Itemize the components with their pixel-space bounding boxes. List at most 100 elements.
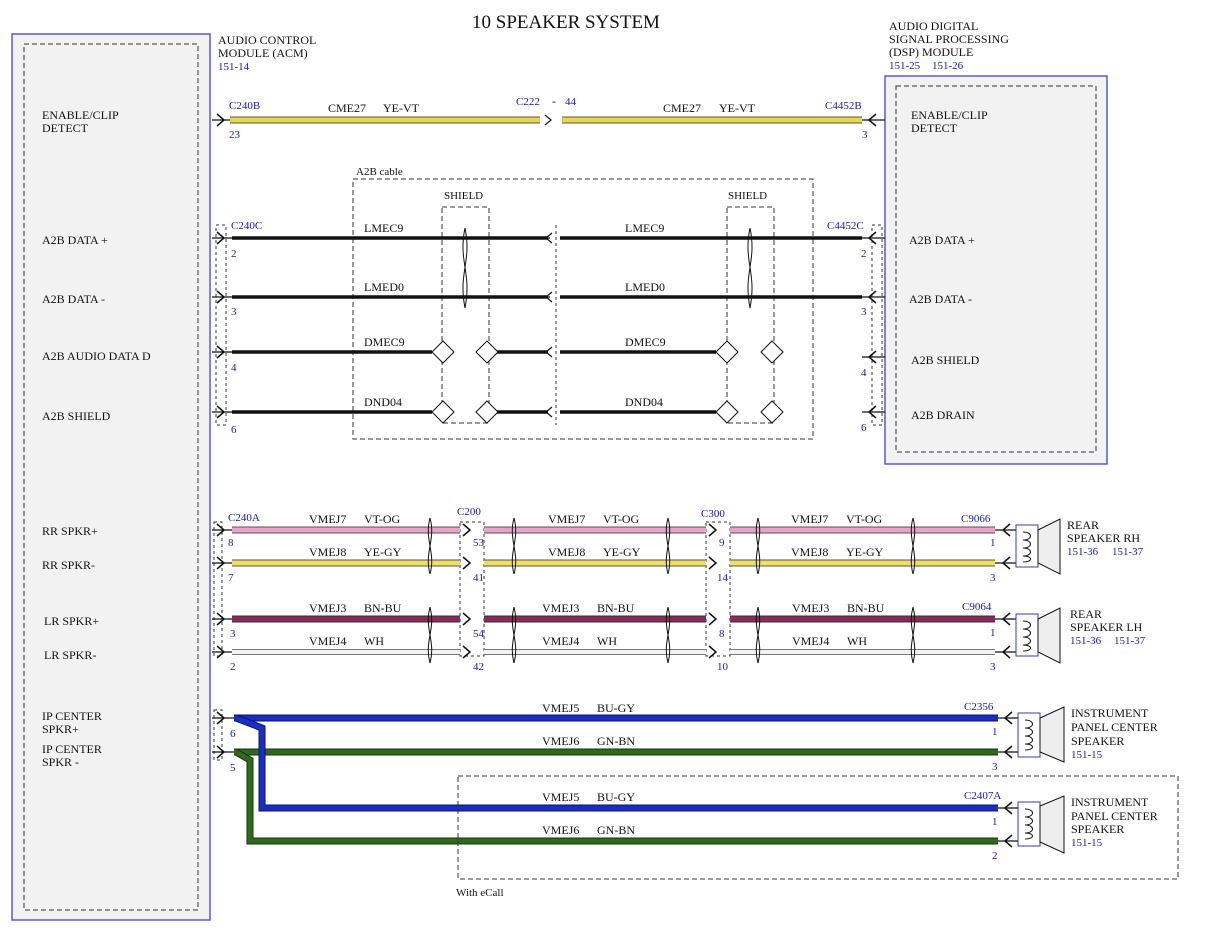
rear-arrows-and-twists	[216, 517, 1011, 664]
acm-module	[11, 33, 211, 921]
dsp-pin-a2b-drain: A2B DRAIN	[911, 408, 975, 422]
circuit-vmej8-c: VMEJ8	[791, 545, 828, 559]
circuit-lmec9-b: LMEC9	[625, 221, 664, 235]
color-yegy-a: YE-GY	[364, 545, 402, 559]
circuit-dmec9-a: DMEC9	[364, 335, 405, 349]
acm-pin-a2b-audio-data-d: A2B AUDIO DATA D	[42, 349, 151, 363]
acm-pin-enable-line1: ENABLE/CLIP	[42, 108, 119, 122]
speaker-rear-rh-line1: REAR	[1067, 518, 1099, 532]
color-vtog-a: VT-OG	[364, 512, 401, 526]
pin-1-rh: 1	[990, 537, 996, 549]
dsp-name-line3: (DSP) MODULE	[889, 45, 973, 59]
acm-pin-lr-spkr-pos: LR SPKR+	[44, 614, 99, 628]
speaker-rear-lh-ref1: 151-36	[1070, 635, 1102, 647]
diagram-title: 10 SPEAKER SYSTEM	[472, 12, 660, 33]
pin-5-ip: 5	[230, 762, 236, 774]
pin-6-b: 6	[861, 422, 867, 434]
pin-41: 41	[473, 572, 484, 584]
color-vtog-c: VT-OG	[846, 512, 883, 526]
shield-label-2: SHIELD	[728, 190, 767, 202]
speaker-rear-rh-line2: SPEAKER RH	[1067, 531, 1140, 545]
circuit-lmed0-a: LMED0	[364, 280, 404, 294]
pin-2-b: 2	[861, 248, 867, 260]
color-wh-c: WH	[847, 634, 867, 648]
color-bnbu-a: BN-BU	[364, 601, 402, 615]
speaker-ip-center-ecall-icon	[1017, 795, 1065, 854]
circuit-cme27-a: CME27	[328, 101, 366, 115]
pin-42: 42	[473, 661, 484, 673]
connector-c200: C200	[457, 506, 481, 518]
speaker-rear-lh-line2: SPEAKER LH	[1070, 620, 1143, 634]
ecall-box	[457, 775, 1179, 880]
pin-4-a: 4	[231, 362, 237, 374]
color-yegy-b: YE-GY	[603, 545, 641, 559]
pin-23: 23	[229, 129, 241, 141]
circuit-lmed0-b: LMED0	[625, 280, 665, 294]
shield-box-1	[441, 206, 490, 424]
dsp-pin-a2b-data-neg: A2B DATA -	[909, 292, 972, 306]
ecall-label: With eCall	[456, 887, 504, 899]
color-gnbn-b: GN-BN	[597, 823, 635, 837]
shield-box-2	[726, 206, 775, 424]
speaker-ip-ref: 151-15	[1071, 749, 1103, 761]
pin-14: 14	[717, 572, 729, 584]
dsp-pin-enable-line1: ENABLE/CLIP	[911, 108, 988, 122]
acm-name-line2: MODULE (ACM)	[218, 46, 308, 60]
circuit-vmej3-c: VMEJ3	[792, 601, 829, 615]
pin-3-ip: 3	[992, 761, 998, 773]
pin-3-rh: 3	[990, 572, 996, 584]
acm-ref: 151-14	[218, 61, 250, 73]
color-yegy-c: YE-GY	[846, 545, 884, 559]
dsp-module	[884, 75, 1108, 465]
pin-4-b: 4	[861, 367, 867, 379]
color-vtog-b: VT-OG	[603, 512, 640, 526]
pin-3-lr: 3	[230, 628, 236, 640]
connector-c9064: C9064	[962, 601, 992, 613]
acm-name-line1: AUDIO CONTROL	[218, 33, 316, 47]
circuit-vmej4-a: VMEJ4	[309, 634, 346, 648]
dsp-pin-a2b-shield: A2B SHIELD	[911, 353, 980, 367]
speaker-rear-lh-line1: REAR	[1070, 607, 1102, 621]
acm-pin-ip-neg-line2: SPKR -	[42, 755, 79, 769]
speaker-rear-lh-icon	[1015, 607, 1061, 664]
circuit-dnd04-b: DND04	[625, 395, 663, 409]
acm-pin-rr-spkr-neg: RR SPKR-	[42, 558, 95, 572]
pin-6-a: 6	[231, 424, 237, 436]
speaker-ip-center-icon	[1017, 706, 1065, 763]
wires-ip-center	[212, 711, 1018, 848]
circuit-vmej3-a: VMEJ3	[309, 601, 346, 615]
acm-pin-a2b-data-neg: A2B DATA -	[42, 292, 105, 306]
circuit-lmec9-a: LMEC9	[364, 221, 403, 235]
speaker-ecall-ref: 151-15	[1071, 837, 1103, 849]
pin-54: 54	[473, 628, 485, 640]
circuit-vmej4-c: VMEJ4	[792, 634, 829, 648]
wires-rear-lh	[212, 615, 1016, 655]
connector-c2356: C2356	[964, 701, 994, 713]
pin-3-b: 3	[861, 306, 867, 318]
color-bugy-a: BU-GY	[597, 701, 635, 715]
pin-2-lr: 2	[230, 661, 236, 673]
circuit-dnd04-a: DND04	[364, 395, 402, 409]
connector-outline-c240c	[215, 224, 227, 426]
circuit-vmej6-b: VMEJ6	[542, 823, 579, 837]
pin-2-ecall: 2	[992, 850, 998, 862]
speaker-ip-line2: PANEL CENTER	[1071, 720, 1158, 734]
connector-c300: C300	[701, 508, 725, 520]
connector-c2407a: C2407A	[964, 790, 1001, 802]
color-wh-a: WH	[364, 634, 384, 648]
connector-c222-pin: 44	[565, 96, 577, 108]
pin-3-a: 3	[231, 306, 237, 318]
acm-pin-ip-pos-line2: SPKR+	[42, 722, 79, 736]
acm-pin-ip-pos-line1: IP CENTER	[42, 709, 102, 723]
acm-pin-enable-line2: DETECT	[42, 121, 89, 135]
pin-2-a: 2	[231, 248, 237, 260]
speaker-rear-rh-ref2: 151-37	[1112, 546, 1144, 558]
speaker-ip-line3: SPEAKER	[1071, 734, 1124, 748]
pin-8-c300: 8	[719, 628, 725, 640]
dsp-name-line2: SIGNAL PROCESSING	[889, 32, 1009, 46]
connector-c9066: C9066	[961, 513, 991, 525]
pin-7: 7	[228, 572, 234, 584]
pin-53: 53	[473, 537, 485, 549]
speaker-rear-lh-ref2: 151-37	[1114, 635, 1146, 647]
speaker-rear-rh-ref1: 151-36	[1067, 546, 1099, 558]
